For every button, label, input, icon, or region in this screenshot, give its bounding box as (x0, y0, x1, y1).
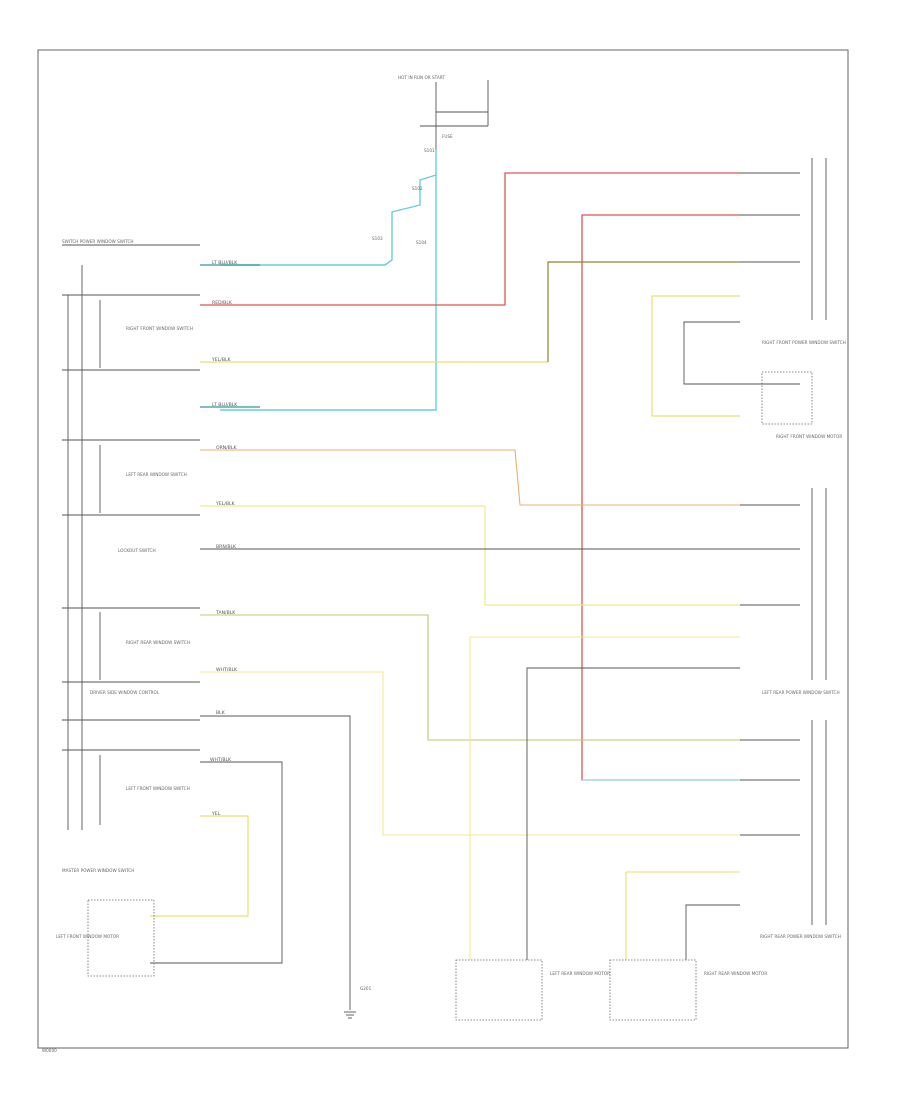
splice-s101: S101 (424, 148, 435, 153)
wire-label-yel: YEL (211, 811, 221, 817)
fuse-label: FUSE (442, 134, 453, 139)
ground-label: G201 (360, 986, 372, 991)
switch-label-rf: RIGHT FRONT WINDOW SWITCH (126, 326, 193, 331)
yellow-mid-wire: YEL/BLK (200, 501, 740, 606)
switch-label-lf: LEFT FRONT WINDOW SWITCH (126, 786, 190, 791)
footer-code: W0000 (42, 1048, 57, 1053)
wire-label-yel-b: YEL/BLK (215, 501, 236, 507)
wire-label-red-a: RED/BLK (212, 300, 233, 306)
rr-control-label: RIGHT REAR POWER WINDOW SWITCH (760, 934, 841, 939)
brown-wire: BRN/BLK (200, 544, 740, 550)
wire-label-wht: WHT/BLK (216, 667, 238, 673)
lockout-label: LOCKOUT SWITCH (118, 548, 156, 553)
wire-label-lt-blu-b: LT BLU/BLK (212, 402, 238, 408)
right-components: RIGHT FRONT POWER WINDOW SWITCH RIGHT FR… (455, 158, 846, 1021)
rf-motor-label: RIGHT FRONT WINDOW MOTOR (776, 434, 842, 439)
splice-s104: S104 (416, 240, 427, 245)
yellow-lower-wire: WHT/BLK (200, 667, 740, 836)
tan-wire: TAN/BLK (200, 610, 740, 741)
lr-control-label: LEFT REAR POWER WINDOW SWITCH (762, 690, 840, 695)
wire-label-blk: BLK (216, 710, 226, 716)
rr-motor-label: RIGHT REAR WINDOW MOTOR (704, 971, 767, 976)
left-front-motor: WHT/BLK YEL LEFT FRONT WINDOW MOTOR (56, 757, 283, 977)
lf-motor-label: LEFT FRONT WINDOW MOTOR (56, 934, 119, 939)
master-switch-block: SWITCH POWER WINDOW SWITCH RIGHT FRONT W… (62, 239, 200, 873)
left-switch-header: SWITCH POWER WINDOW SWITCH (62, 239, 134, 244)
olive-wire: YEL/BLK (200, 261, 740, 363)
splice-s103: S103 (372, 236, 383, 241)
wire-label-wht-blk: WHT/BLK (210, 757, 232, 763)
wire-label-tan: TAN/BLK (215, 610, 236, 616)
lr-motor-label: LEFT REAR WINDOW MOTOR (550, 971, 610, 976)
fuse-block: HOT IN RUN OR START FUSE (398, 75, 489, 150)
splice-s102: S102 (412, 186, 423, 191)
diagram-frame (37, 49, 849, 1049)
wire-label-orn: ORN/BLK (216, 445, 238, 451)
wire-label-brn: BRN/BLK (216, 544, 237, 550)
wire-label-yel-a: YEL/BLK (211, 357, 232, 363)
switch-label-rr: RIGHT REAR WINDOW SWITCH (126, 640, 190, 645)
orange-wire: ORN/BLK (200, 445, 740, 506)
ground-wire: BLK G201 (200, 710, 372, 1019)
top-title-label: HOT IN RUN OR START (398, 75, 445, 80)
driver-side-label: DRIVER SIDE WINDOW CONTROL (90, 690, 160, 695)
master-switch-label: MASTER POWER WINDOW SWITCH (62, 868, 134, 873)
switch-label-lr: LEFT REAR WINDOW SWITCH (126, 472, 187, 477)
rf-control-label: RIGHT FRONT POWER WINDOW SWITCH (762, 340, 846, 345)
wire-label-lt-blu-a: LT BLU/BLK (212, 260, 238, 266)
feed-wires: S101 S102 S103 S104 LT BLU/BLK LT BLU/BL… (200, 148, 437, 411)
